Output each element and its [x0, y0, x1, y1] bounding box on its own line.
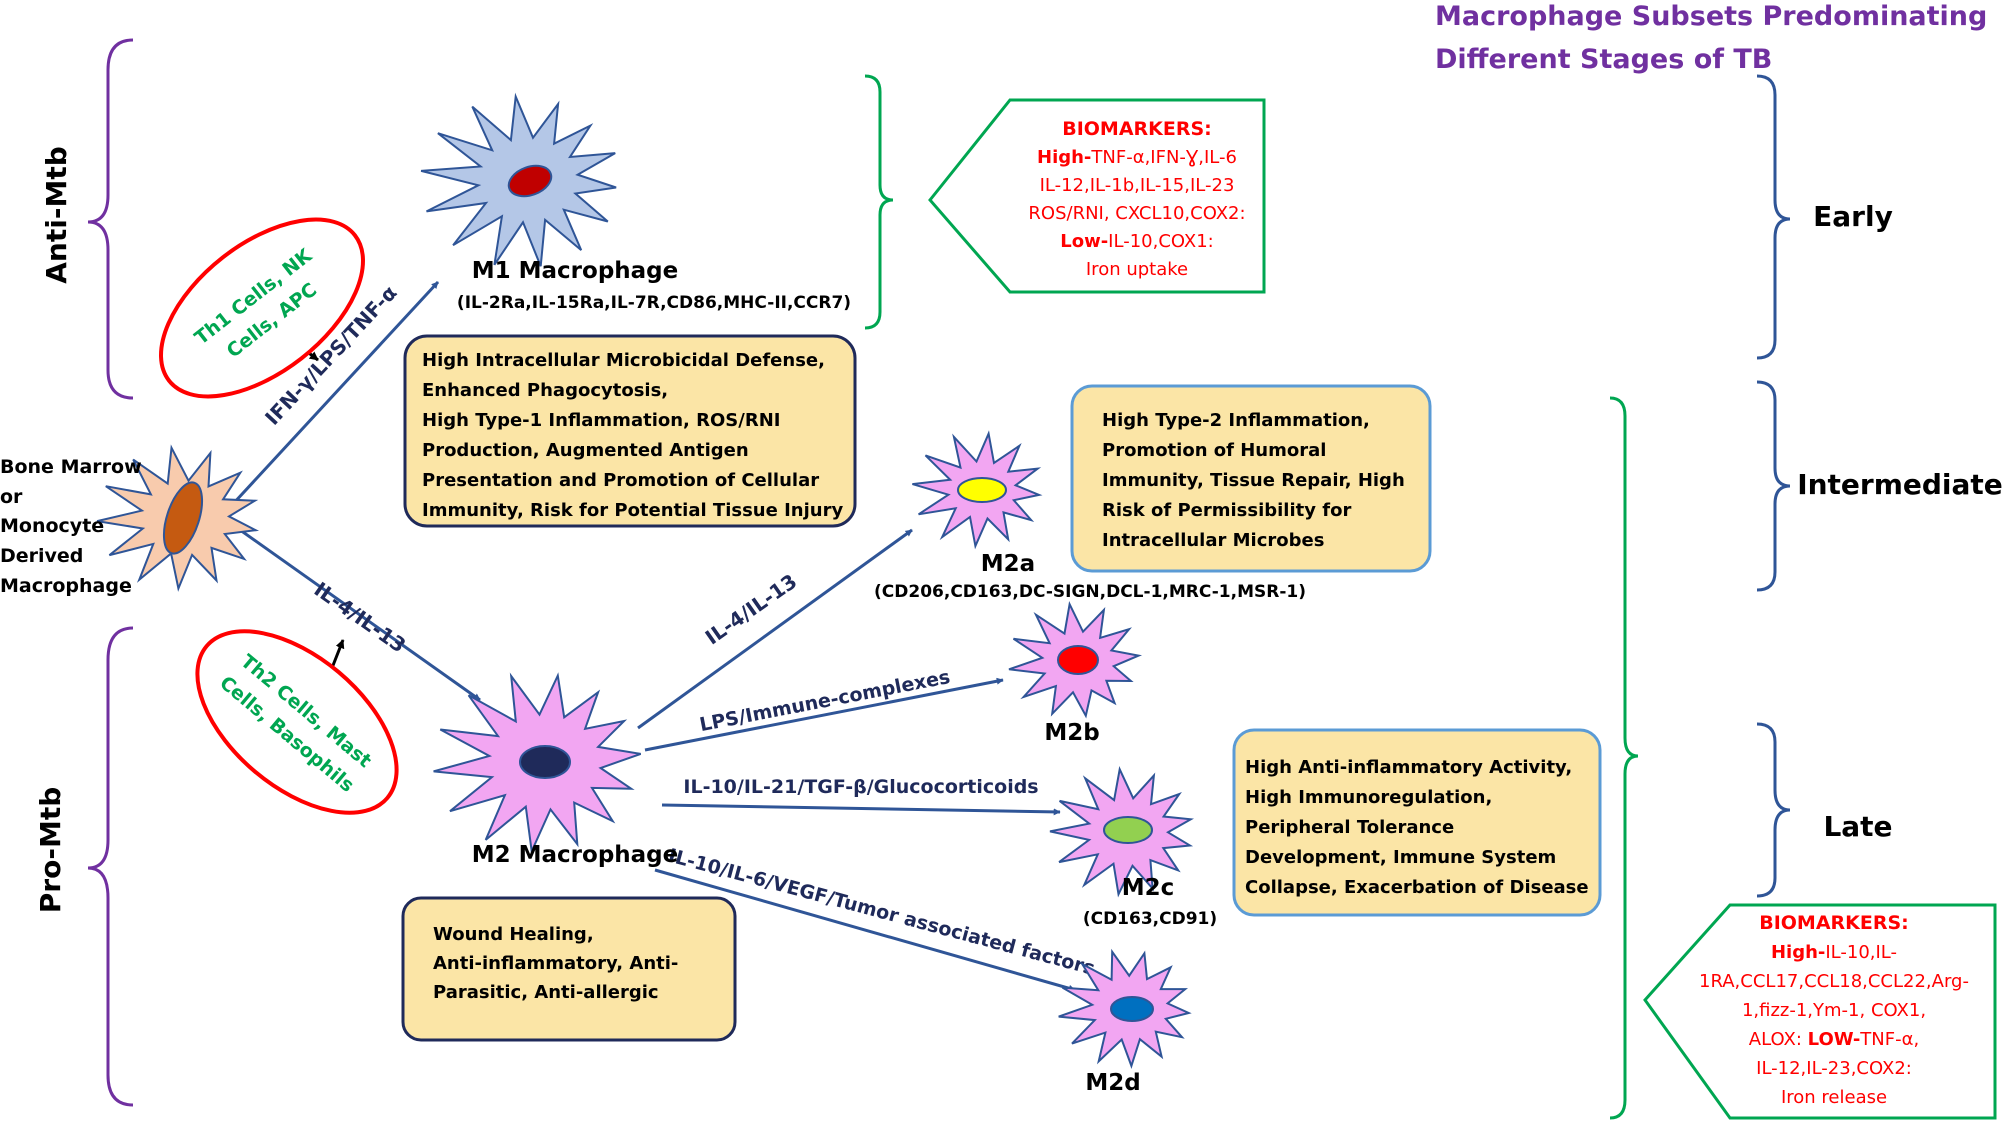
m2a-function-line-4: Risk of Permissibility for: [1102, 500, 1351, 521]
stage-intermediate: Intermediate: [1797, 468, 2003, 501]
m2a-markers: (CD206,CD163,DC-SIGN,DCL-1,MRC-1,MSR-1): [874, 582, 1306, 602]
m2a-stimuli-label: IL-4/IL-13: [701, 569, 802, 649]
m2c-function-line-4: Development, Immune System: [1245, 847, 1556, 868]
origin-line-3: Monocyte: [0, 515, 104, 537]
intermediate-brace: [1756, 380, 1791, 592]
arrow-to-m2a: [637, 528, 913, 730]
arrow-to-m1: [230, 280, 440, 507]
m2-biomarkers-line-6: Iron release: [1781, 1087, 1887, 1108]
m2-biomarkers-line-5: IL-12,IL-23,COX2:: [1756, 1058, 1912, 1079]
m2-biomarkers-title: BIOMARKERS:: [1759, 912, 1909, 934]
m2-biomarkers-line-3: 1,fizz-1,Ym-1, COX1,: [1742, 1000, 1926, 1021]
m1-green-brace: [864, 74, 894, 330]
title-line-1: Macrophage Subsets Predominating: [1435, 1, 1987, 32]
m1-macrophage: [420, 92, 617, 267]
m1-functions-box: High Intracellular Microbicidal Defense,…: [403, 334, 857, 528]
m2-function-line-3: Parasitic, Anti-allergic: [433, 982, 659, 1003]
m1-function-line-5: Presentation and Promotion of Cellular: [422, 470, 819, 491]
m2-stimuli-label: IL-4/IL-13: [310, 577, 411, 657]
m2b-name: M2b: [1044, 720, 1099, 746]
anti-mtb-brace: [87, 38, 134, 400]
m2-functions-box: Wound Healing, Anti-inflammatory, Anti- …: [401, 896, 737, 1042]
m1-function-line-1: High Intracellular Microbicidal Defense,: [422, 350, 825, 371]
m2-macrophage: [433, 672, 642, 855]
m2-function-line-1: Wound Healing,: [433, 924, 594, 945]
m2a-nucleus: [957, 477, 1007, 503]
m2d-macrophage: [1058, 948, 1192, 1069]
m2-biomarkers-line-1: High-IL-10,IL-: [1771, 942, 1897, 963]
m2a-function-line-2: Promotion of Humoral: [1102, 440, 1326, 461]
m2c-functions-box: High Anti-inflammatory Activity, High Im…: [1232, 728, 1602, 917]
diagram-title: Macrophage Subsets Predominating Differe…: [1435, 1, 1987, 75]
pro-mtb-brace: [87, 626, 134, 1107]
arrow-to-m2b: [644, 677, 1004, 752]
m2a-macrophage: [912, 430, 1043, 550]
m2-green-brace: [1609, 396, 1639, 1120]
origin-nucleus: [162, 481, 204, 555]
arrow-to-m2: [225, 518, 481, 702]
m2a-functions-box: High Type-2 Inflammation, Promotion of H…: [1070, 384, 1432, 573]
origin-line-5: Macrophage: [0, 575, 132, 597]
m2c-stimuli-label: IL-10/IL-21/TGF-β/Glucocorticoids: [683, 776, 1038, 798]
m2a-function-line-5: Intracellular Microbes: [1102, 530, 1324, 551]
m2c-function-line-1: High Anti-inflammatory Activity,: [1245, 757, 1572, 778]
m2d-name: M2d: [1085, 1070, 1140, 1096]
origin-label: Bone Marrow or Monocyte Derived Macropha…: [0, 456, 142, 597]
origin-line-4: Derived: [0, 545, 83, 567]
early-brace: [1756, 74, 1791, 360]
m2a-function-line-3: Immunity, Tissue Repair, High: [1102, 470, 1405, 491]
m1-markers: (IL-2Ra,IL-15Ra,IL-7R,CD86,MHC-II,CCR7): [457, 293, 851, 313]
m1-biomarkers-line-1: High-TNF-α,IFN-Ɣ,IL-6: [1037, 147, 1237, 168]
m2-biomarkers-line-4: ALOX: LOW-TNF-α,: [1749, 1029, 1919, 1050]
m2a-function-line-1: High Type-2 Inflammation,: [1102, 410, 1370, 431]
late-brace: [1756, 722, 1791, 898]
m2c-function-line-2: High Immunoregulation,: [1245, 787, 1492, 808]
m2c-nucleus: [1103, 816, 1153, 844]
m2-biomarkers-line-2: 1RA,CCL17,CCL18,CCL22,Arg-: [1699, 971, 1969, 992]
stage-late: Late: [1823, 810, 1892, 843]
m2a-name: M2a: [981, 551, 1035, 577]
m1-biomarkers-box: BIOMARKERS: High-TNF-α,IFN-Ɣ,IL-6 IL-12,…: [928, 98, 1266, 294]
m2-function-line-2: Anti-inflammatory, Anti-: [433, 953, 678, 974]
arrow-to-m2d: [654, 868, 1076, 992]
m1-nucleus: [507, 164, 553, 198]
m2c-function-line-3: Peripheral Tolerance: [1245, 817, 1454, 838]
m1-name: M1 Macrophage: [472, 258, 679, 284]
th2-to-pathway-arrow: [330, 639, 345, 669]
m2-name: M2 Macrophage: [472, 842, 679, 868]
m1-function-line-3: High Type-1 Inflammation, ROS/RNI: [422, 410, 780, 431]
m2-nucleus: [519, 745, 571, 779]
m2b-macrophage: [1008, 600, 1143, 719]
th1-cells-ellipse: Th1 Cells, NK Cells, APC: [159, 217, 365, 399]
m2c-name: M2c: [1122, 875, 1175, 901]
m1-function-line-4: Production, Augmented Antigen: [422, 440, 749, 461]
m1-biomarkers-title: BIOMARKERS:: [1062, 118, 1212, 140]
origin-line-1: Bone Marrow: [0, 456, 142, 478]
anti-mtb-label: Anti-Mtb: [40, 146, 73, 284]
m2d-nucleus: [1110, 996, 1154, 1022]
m1-function-line-2: Enhanced Phagocytosis,: [422, 380, 668, 401]
origin-line-2: or: [0, 486, 23, 508]
m2-biomarkers-box: BIOMARKERS: High-IL-10,IL- 1RA,CCL17,CCL…: [1643, 903, 1997, 1120]
m2c-function-line-5: Collapse, Exacerbation of Disease: [1245, 877, 1589, 898]
m2b-nucleus: [1057, 645, 1099, 675]
m1-biomarkers-line-4: Low-IL-10,COX1:: [1060, 231, 1214, 252]
origin-macrophage: [96, 444, 260, 592]
arrow-to-m2c: [661, 803, 1061, 816]
m2c-macrophage: [1049, 766, 1195, 898]
stage-early: Early: [1813, 200, 1893, 233]
m2c-markers: (CD163,CD91): [1083, 909, 1217, 929]
pro-mtb-label: Pro-Mtb: [34, 787, 67, 913]
m2b-stimuli-label: LPS/Immune-complexes: [698, 666, 952, 736]
m1-function-line-6: Immunity, Risk for Potential Tissue Inju…: [422, 500, 843, 521]
m1-biomarkers-line-2: IL-12,IL-1b,IL-15,IL-23: [1040, 175, 1235, 196]
m1-biomarkers-line-3: ROS/RNI, CXCL10,COX2:: [1028, 203, 1245, 224]
title-line-2: Different Stages of TB: [1435, 44, 1772, 75]
m1-biomarkers-line-5: Iron uptake: [1086, 259, 1188, 280]
